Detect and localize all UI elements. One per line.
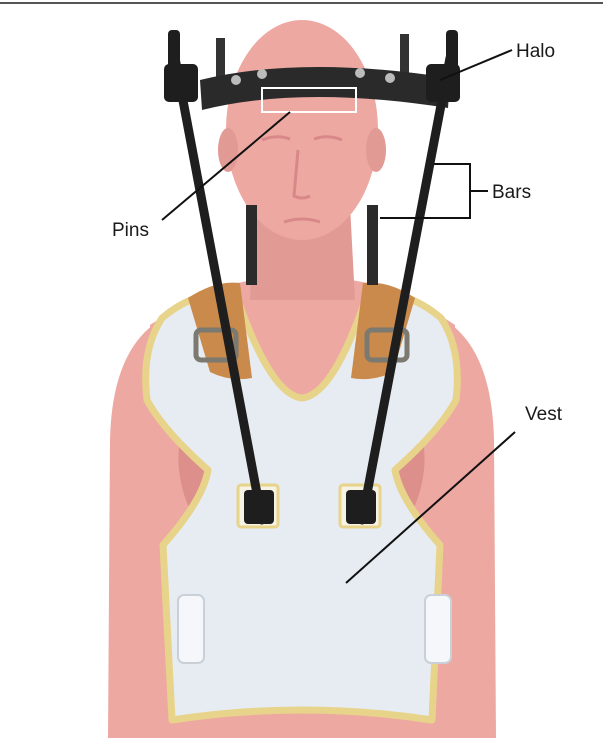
left-vest-tab: [178, 595, 204, 663]
pin: [355, 68, 365, 78]
pin: [257, 69, 267, 79]
pins-label: Pins: [112, 220, 149, 241]
label-bars: Bars: [380, 164, 531, 218]
right-ear: [366, 128, 386, 172]
left-upper-clamp: [164, 64, 198, 102]
left-lower-clamp: [244, 490, 274, 524]
vest-label: Vest: [525, 404, 563, 425]
halo-label: Halo: [516, 41, 555, 62]
right-vest-tab: [425, 595, 451, 663]
bars-label: Bars: [492, 182, 531, 203]
neck-post-right: [367, 205, 378, 285]
bars-bracket: [380, 164, 488, 218]
pin: [385, 73, 395, 83]
neck-post-left: [246, 205, 257, 285]
right-lower-clamp: [346, 490, 376, 524]
pin: [231, 75, 241, 85]
right-upper-clamp: [426, 64, 460, 102]
